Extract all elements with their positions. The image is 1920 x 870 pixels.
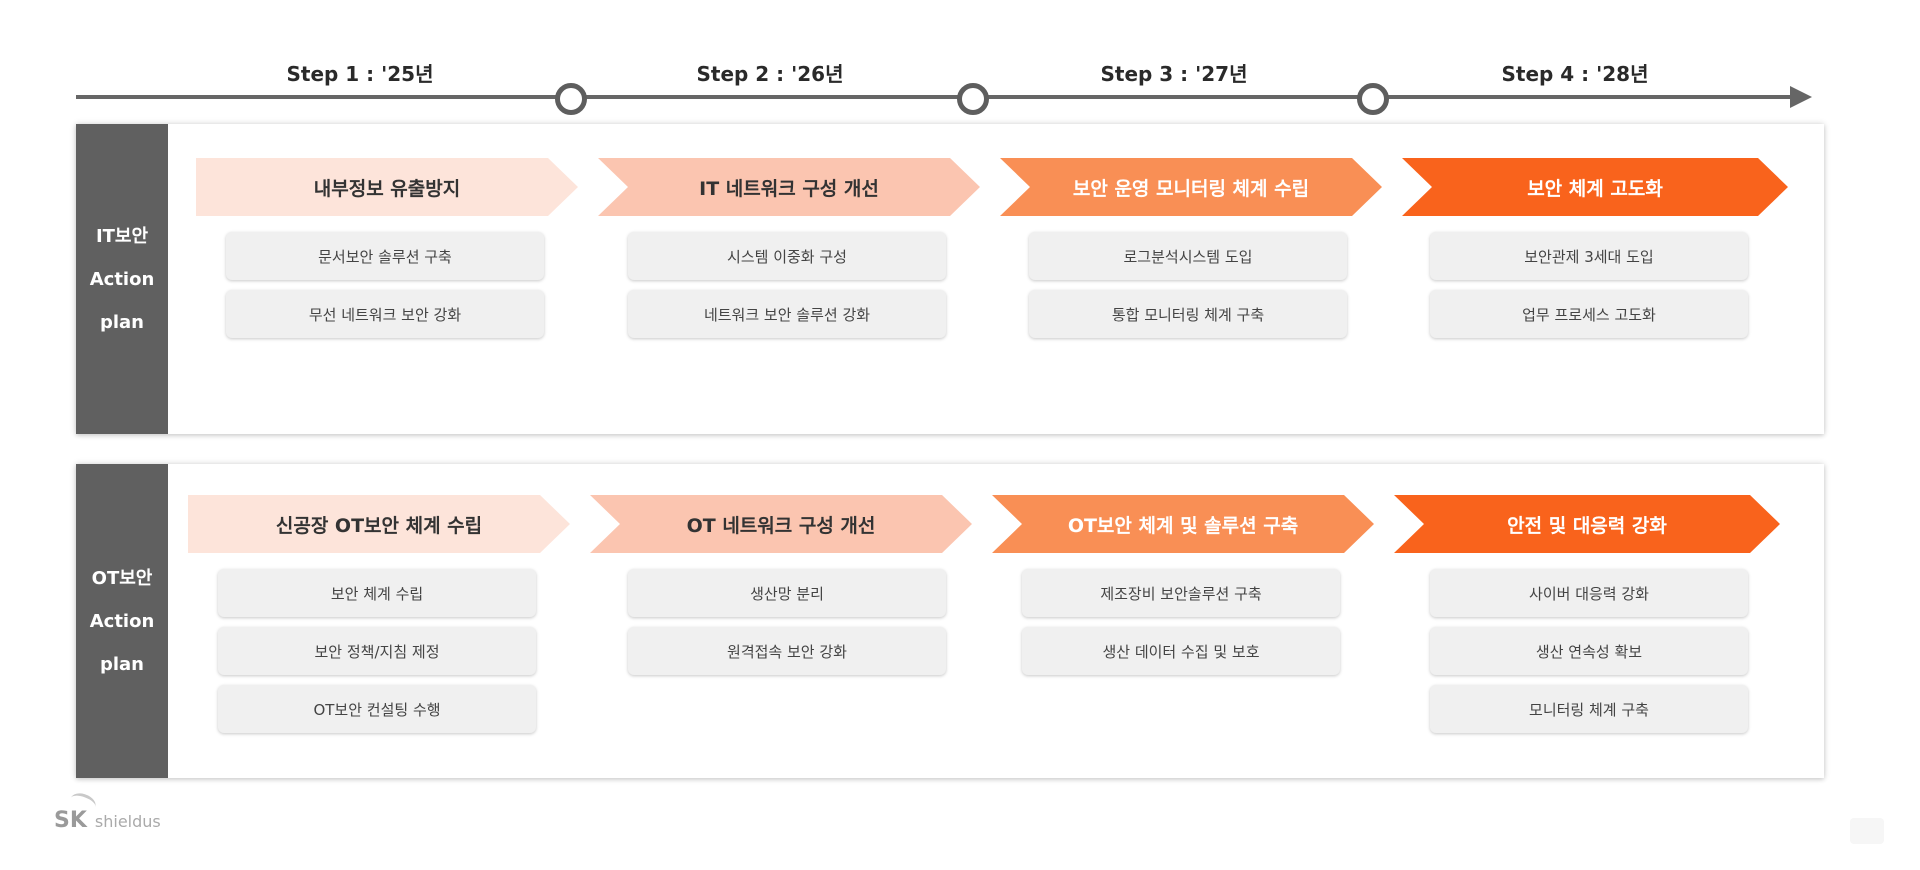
ot-stage-4-item: 생산 연속성 확보 bbox=[1430, 627, 1748, 675]
ot-stage-1-banner: 신공장 OT보안 체계 수립 bbox=[188, 495, 570, 553]
timeline-node bbox=[555, 83, 587, 115]
side-label-line: IT보안 bbox=[95, 225, 149, 247]
side-label-line: OT보안 bbox=[91, 567, 153, 589]
step-label: Step 3 : '27년 bbox=[1100, 62, 1248, 86]
sk-shieldus-logo: SK shieldus bbox=[54, 790, 161, 833]
step-label: Step 2 : '26년 bbox=[696, 62, 844, 86]
it-stage-2-banner: IT 네트워크 구성 개선 bbox=[598, 158, 980, 216]
ot-stage-3-banner: OT보안 체계 및 솔루션 구축 bbox=[992, 495, 1374, 553]
timeline-line bbox=[76, 95, 1796, 99]
it-stage-3-banner: 보안 운영 모니터링 체계 수립 bbox=[1000, 158, 1382, 216]
ot-stage-4-item: 사이버 대응력 강화 bbox=[1430, 569, 1748, 617]
ot-stage-4-banner: 안전 및 대응력 강화 bbox=[1394, 495, 1780, 553]
it-stage-3-item: 통합 모니터링 체계 구축 bbox=[1029, 290, 1347, 338]
step-label: Step 4 : '28년 bbox=[1501, 62, 1649, 86]
ot-stage-1-item: OT보안 컨설팅 수행 bbox=[218, 685, 536, 733]
ot-stage-3-item: 제조장비 보안솔루션 구축 bbox=[1022, 569, 1340, 617]
ot-stage-2-item: 원격접속 보안 강화 bbox=[628, 627, 946, 675]
ot-stage-2-item: 생산망 분리 bbox=[628, 569, 946, 617]
logo-brand: SK bbox=[54, 808, 87, 833]
it-stage-2-item: 시스템 이중화 구성 bbox=[628, 232, 946, 280]
ot-side-label: OT보안 Action plan bbox=[76, 464, 168, 778]
ot-stage-3-item: 생산 데이터 수집 및 보호 bbox=[1022, 627, 1340, 675]
timeline: Step 1 : '25년 Step 2 : '26년 Step 3 : '27… bbox=[0, 0, 1920, 130]
side-label-line: Action bbox=[89, 610, 155, 632]
it-side-label: IT보안 Action plan bbox=[76, 124, 168, 434]
it-stage-2-item: 네트워크 보안 솔루션 강화 bbox=[628, 290, 946, 338]
side-label-line: Action bbox=[89, 268, 155, 290]
it-stage-1-banner: 내부정보 유출방지 bbox=[196, 158, 578, 216]
step-label: Step 1 : '25년 bbox=[286, 62, 434, 86]
it-stage-1-item: 무선 네트워크 보안 강화 bbox=[226, 290, 544, 338]
it-stage-4-banner: 보안 체계 고도화 bbox=[1402, 158, 1788, 216]
side-label-line: plan bbox=[99, 653, 144, 675]
it-stage-1-item: 문서보안 솔루션 구축 bbox=[226, 232, 544, 280]
it-stage-4-item: 업무 프로세스 고도화 bbox=[1430, 290, 1748, 338]
corner-mark bbox=[1850, 818, 1884, 844]
ot-stage-1-item: 보안 체계 수립 bbox=[218, 569, 536, 617]
ot-stage-1-item: 보안 정책/지침 제정 bbox=[218, 627, 536, 675]
it-stage-4-item: 보안관제 3세대 도입 bbox=[1430, 232, 1748, 280]
timeline-arrowhead bbox=[1790, 86, 1812, 108]
side-label-line: plan bbox=[99, 311, 144, 333]
it-stage-3-item: 로그분석시스템 도입 bbox=[1029, 232, 1347, 280]
timeline-node bbox=[1357, 83, 1389, 115]
logo-sub: shieldus bbox=[94, 812, 161, 831]
timeline-node bbox=[957, 83, 989, 115]
ot-stage-2-banner: OT 네트워크 구성 개선 bbox=[590, 495, 972, 553]
ot-stage-4-item: 모니터링 체계 구축 bbox=[1430, 685, 1748, 733]
